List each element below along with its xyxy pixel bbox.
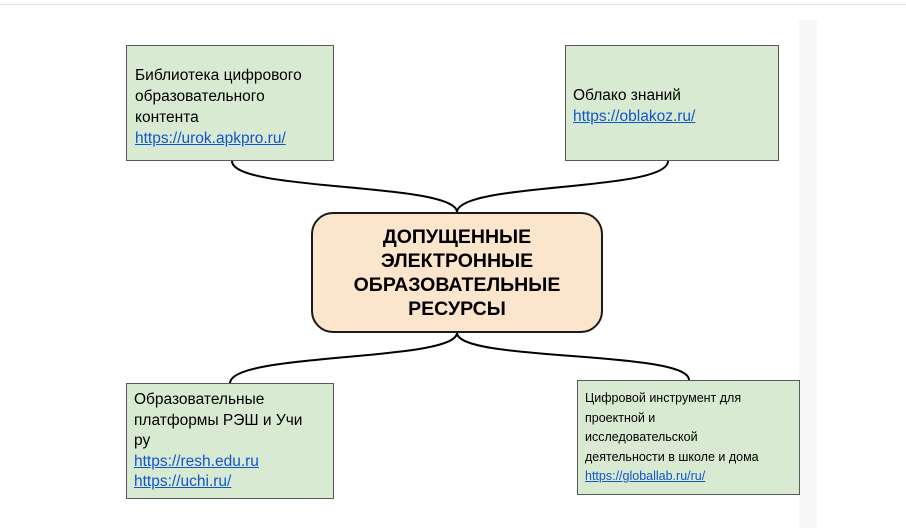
node-text-line: образовательного — [135, 88, 265, 105]
node-text-line: исследовательской — [585, 430, 698, 444]
link-uchi[interactable]: https://uchi.ru/ — [134, 473, 232, 490]
node-text-line: Облако знаний — [573, 87, 681, 104]
node-text-line: платформы РЭШ и Учи — [134, 411, 303, 429]
link-urok-apkpro[interactable]: https://urok.apkpro.ru/ — [135, 130, 286, 147]
node-text-line: деятельности в школе и дома — [585, 449, 759, 464]
node-text-line: контента — [135, 109, 199, 126]
central-title-line: ОБРАЗОВАТЕЛЬНЫЕ — [353, 273, 561, 296]
connector-bottom-right — [456, 332, 690, 381]
link-globallab[interactable]: https://globallab.ru/ru/ — [585, 469, 706, 483]
central-title-line: ЭЛЕКТРОННЫЕ — [380, 249, 534, 272]
connector-top-right — [456, 160, 669, 213]
connector-bottom-left — [229, 332, 458, 384]
connector-top-left — [231, 160, 458, 213]
link-oblakoz[interactable]: https://oblakoz.ru/ — [573, 108, 696, 125]
node-text-line: проектной и — [585, 410, 656, 425]
node-text-line: ру — [134, 432, 151, 449]
central-title-line: ДОПУЩЕННЫЕ — [382, 225, 532, 248]
central-title-line: РЕСУРСЫ — [408, 297, 506, 320]
node-text-line: Образовательные — [134, 391, 265, 408]
node-globallab-tool: Цифровой инструмент для проектной и иссл… — [577, 380, 800, 495]
node-text-line: Библиотека цифрового — [135, 67, 302, 84]
page-edge-strip — [799, 20, 817, 528]
top-divider — [0, 4, 906, 5]
node-text-line: Цифровой инструмент для — [585, 391, 742, 405]
link-resh[interactable]: https://resh.edu.ru — [134, 452, 259, 470]
node-resh-uchi-platforms: Образовательные платформы РЭШ и Учи ру h… — [126, 383, 334, 499]
central-topic-node: ДОПУЩЕННЫЕ ЭЛЕКТРОННЫЕ ОБРАЗОВАТЕЛЬНЫЕ Р… — [311, 212, 603, 333]
node-knowledge-cloud: Облако знаний https://oblakoz.ru/ — [565, 45, 779, 161]
node-digital-content-library: Библиотека цифрового образовательного ко… — [126, 45, 334, 161]
